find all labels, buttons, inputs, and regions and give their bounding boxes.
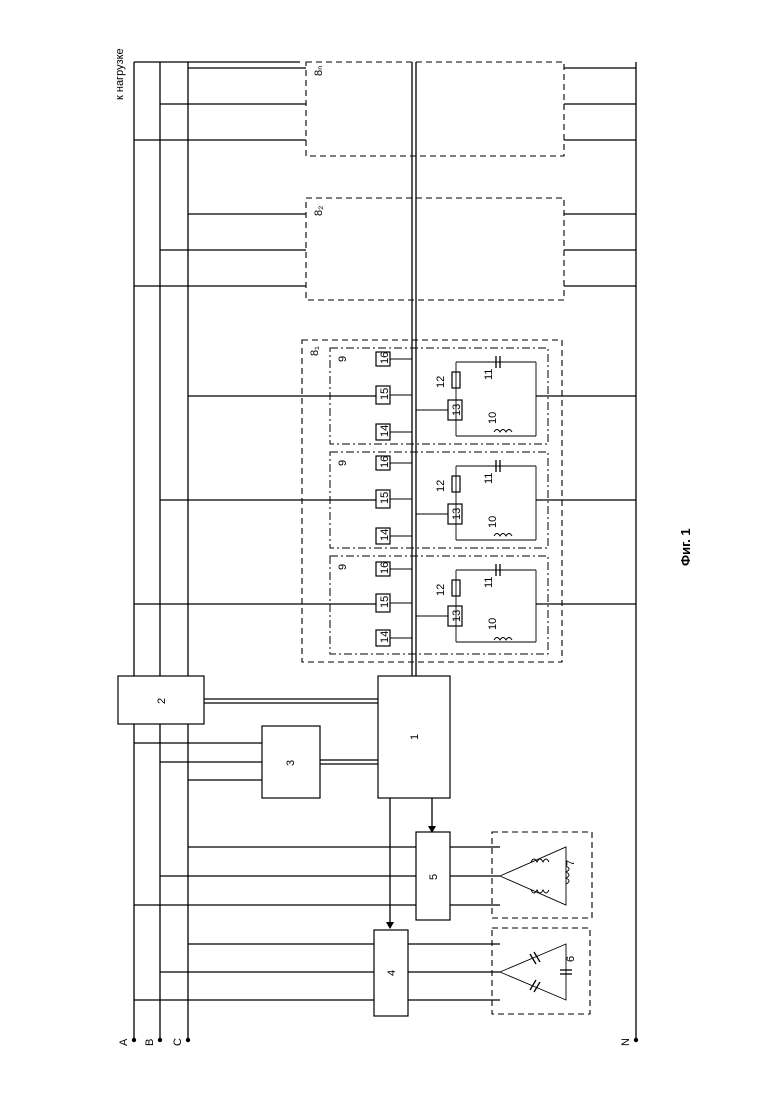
arrow-1-4 [386, 922, 394, 929]
cell-9-top-label: 9 [337, 356, 349, 362]
module-8-n [306, 62, 564, 156]
neutral-terminal [634, 1038, 638, 1042]
r12-bot: 12 [435, 584, 447, 596]
r12-mid: 12 [435, 480, 447, 492]
k13-bot: 13 [451, 610, 463, 622]
r12-top: 12 [435, 376, 447, 388]
module-8-2-label: 8₂ [313, 206, 325, 216]
label-to-load: к нагрузке [114, 48, 126, 100]
module-8-1 [302, 340, 562, 662]
capacitor-delta [500, 944, 566, 1000]
block-7 [492, 832, 592, 918]
cell-9-bot [330, 556, 548, 654]
k14-mid: 14 [379, 529, 391, 541]
label-bus-c: C [172, 1038, 184, 1046]
block-3-label: 3 [285, 760, 297, 766]
block-4-label: 4 [386, 970, 398, 976]
l10-top: 10 [487, 412, 499, 424]
cell-9-mid-label: 9 [337, 460, 349, 466]
module-8-1-label: 8₁ [309, 346, 321, 356]
k15-bot: 15 [379, 596, 391, 608]
cell-mid-internals [160, 456, 636, 544]
c11-mid: 11 [483, 473, 495, 484]
module-8-n-label: 8ₙ [313, 65, 325, 76]
k13-top: 13 [451, 404, 463, 416]
block-5-label: 5 [428, 874, 440, 880]
l10-bot: 10 [487, 618, 499, 630]
block-1-label: 1 [409, 734, 421, 740]
k13-mid: 13 [451, 508, 463, 520]
k15-mid: 15 [379, 492, 391, 504]
module-8-2 [306, 198, 564, 300]
bus-c-terminal [186, 1038, 190, 1042]
figure-caption: Фиг. 1 [678, 528, 693, 566]
bus-a-terminal [132, 1038, 136, 1042]
label-bus-a: A [118, 1038, 130, 1046]
block-2-label: 2 [156, 698, 168, 704]
c11-bot: 11 [483, 577, 495, 588]
cell-9-bot-label: 9 [337, 564, 349, 570]
block-6-label: 6 [565, 956, 577, 962]
bus-b-terminal [158, 1038, 162, 1042]
k14-bot: 14 [379, 631, 391, 643]
cell-group [330, 348, 548, 654]
label-neutral: N [620, 1038, 632, 1046]
k16-mid: 16 [379, 456, 391, 468]
c11-top: 11 [483, 369, 495, 380]
block-6 [492, 928, 590, 1014]
k14-top: 14 [379, 425, 391, 437]
k16-top: 16 [379, 352, 391, 364]
inductor-delta [500, 847, 566, 905]
k16-bot: 16 [379, 562, 391, 574]
l10-mid: 10 [487, 516, 499, 528]
block-7-label: 7 [565, 860, 577, 866]
k15-top: 15 [379, 388, 391, 400]
label-bus-b: B [144, 1039, 156, 1046]
